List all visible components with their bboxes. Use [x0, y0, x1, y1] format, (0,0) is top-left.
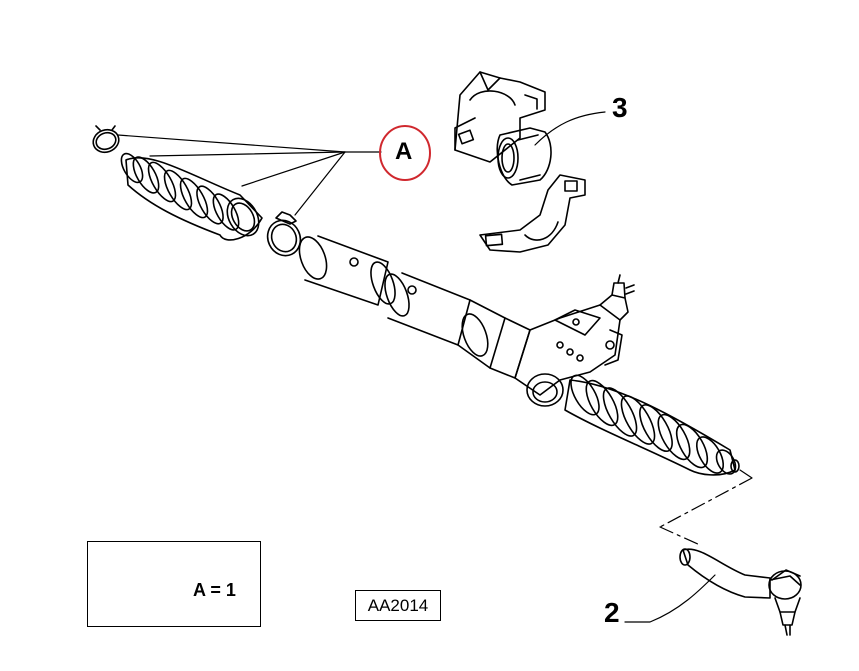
callout-label-a: A: [395, 138, 413, 165]
callout-label-2: 2: [604, 597, 620, 628]
bellows-boot: [120, 152, 263, 241]
dash-leader: [659, 469, 753, 546]
leader-line-2: [624, 574, 716, 623]
legend-box: A = 1: [87, 541, 261, 627]
tie-rod-end: [679, 548, 802, 636]
mounting-bracket-top: [454, 71, 546, 163]
leader-line-3: [534, 111, 606, 146]
leader-lines-a: [117, 134, 382, 216]
rubber-bushing: [496, 127, 552, 186]
hose-clamp: [266, 211, 302, 257]
steering-gear-housing: [514, 274, 635, 407]
right-bellows: [564, 374, 740, 476]
highlight-circle: [379, 125, 431, 181]
legend-text: A = 1: [193, 580, 236, 600]
mounting-bracket-bottom: [479, 174, 586, 253]
steering-rack-tube: [298, 235, 531, 379]
reference-code: AA2014: [355, 590, 441, 621]
snap-ring: [92, 125, 120, 154]
callout-label-3: 3: [612, 92, 628, 123]
